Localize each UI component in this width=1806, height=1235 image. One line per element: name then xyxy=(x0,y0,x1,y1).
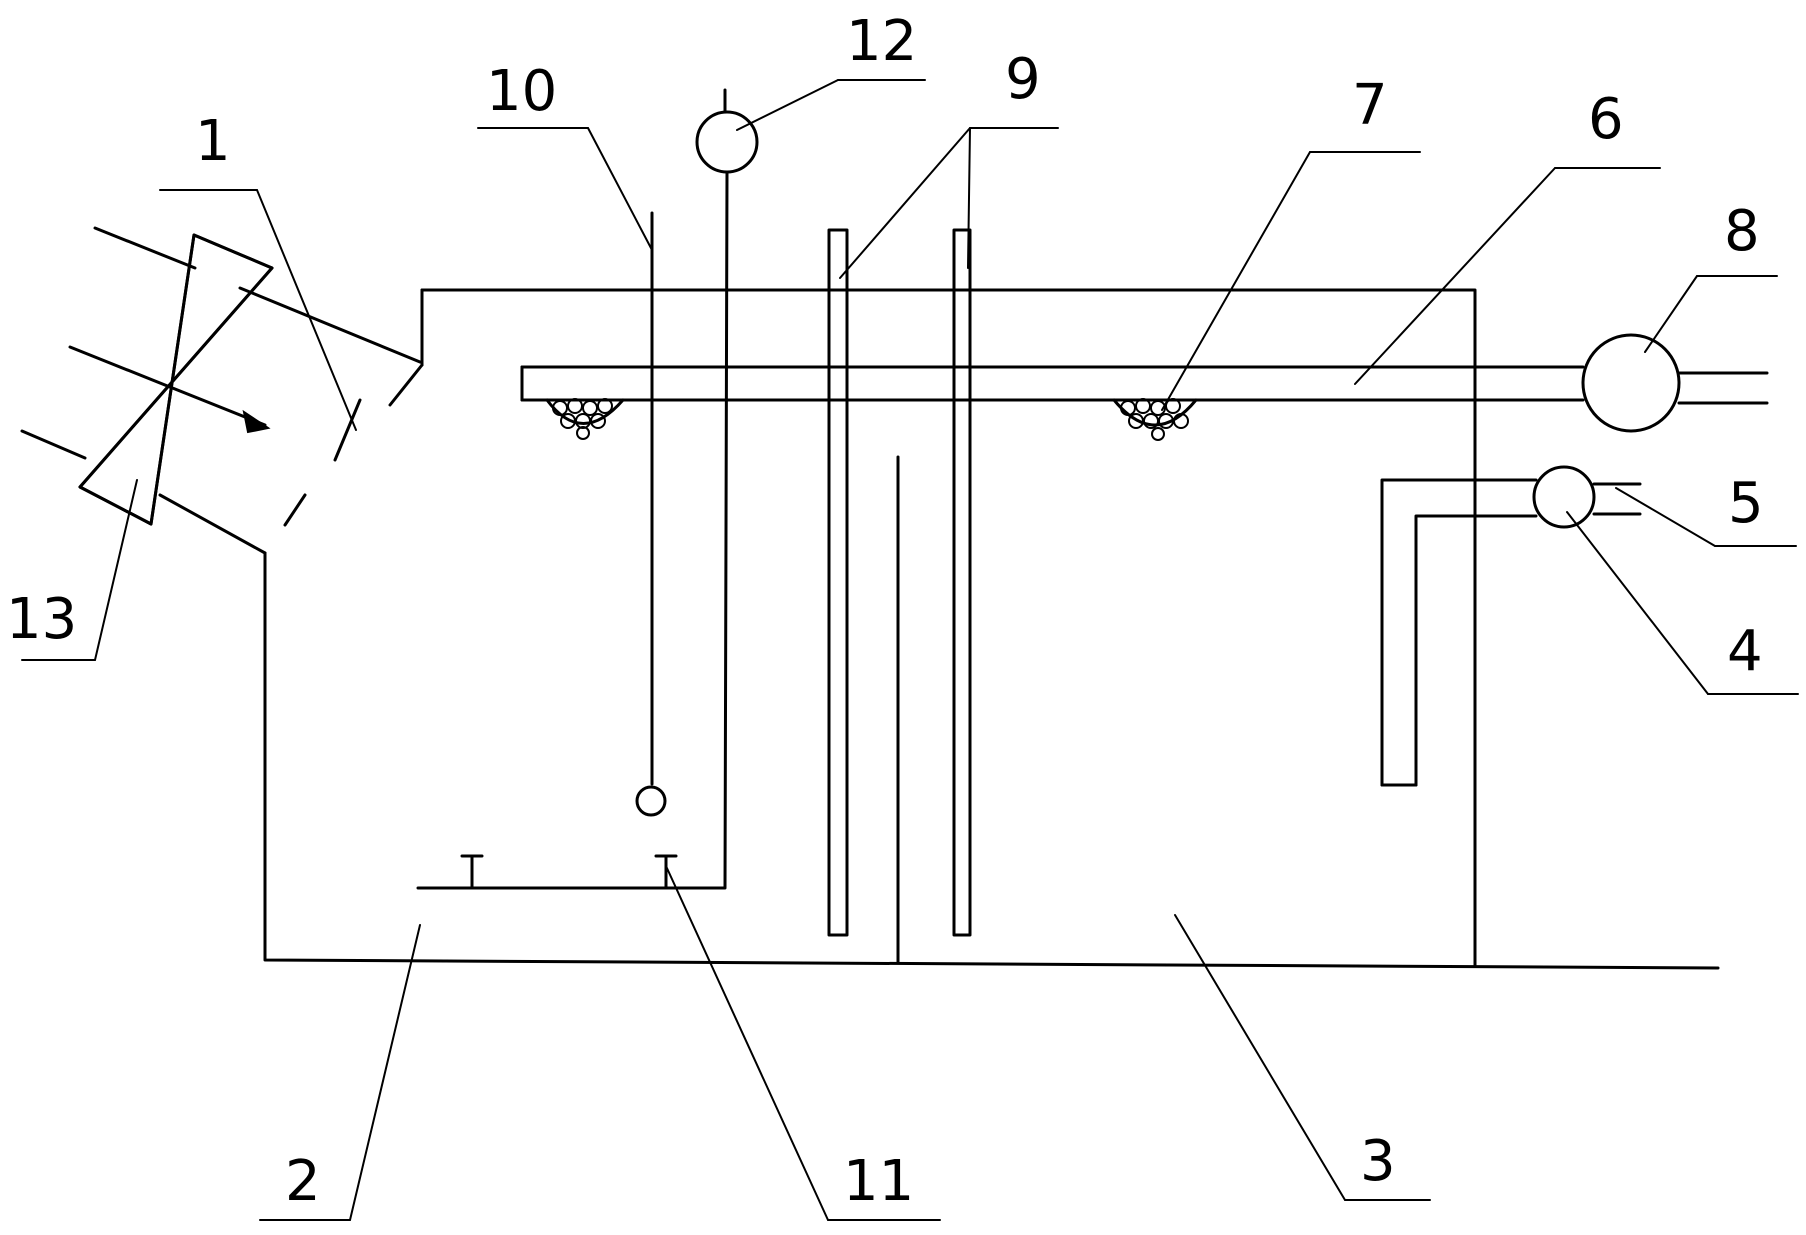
tank-outline xyxy=(263,288,1720,970)
label-13: 13 xyxy=(6,587,77,652)
label-3: 3 xyxy=(1360,1129,1396,1194)
label-2: 2 xyxy=(285,1149,321,1214)
labels: 12 10 9 7 6 8 1 13 5 4 2 11 3 xyxy=(6,9,1764,1214)
label-9: 9 xyxy=(1005,47,1041,112)
label-4: 4 xyxy=(1727,619,1763,684)
light-arrow-icon xyxy=(242,409,271,434)
label-11: 11 xyxy=(843,1149,914,1214)
gauge-12 xyxy=(416,88,759,890)
label-1: 1 xyxy=(195,109,231,174)
outlet-pipe xyxy=(1380,465,1642,787)
inlet-opening xyxy=(283,363,424,527)
label-10: 10 xyxy=(486,59,557,124)
label-5: 5 xyxy=(1728,471,1764,536)
pump-8 xyxy=(1581,333,1769,433)
horizontal-pipe xyxy=(520,365,1585,402)
baffle-right xyxy=(952,228,972,937)
sensor-rod xyxy=(635,211,667,817)
light-panel xyxy=(78,233,274,526)
aerator-right xyxy=(1112,398,1198,441)
baffle-left xyxy=(827,228,849,937)
light-rays xyxy=(20,226,422,555)
leader-lines xyxy=(21,79,1799,1221)
aerator-left xyxy=(545,398,625,440)
label-8: 8 xyxy=(1724,199,1760,264)
label-6: 6 xyxy=(1588,87,1624,152)
label-12: 12 xyxy=(846,9,917,74)
diffusers xyxy=(460,854,678,890)
label-7: 7 xyxy=(1352,73,1388,138)
